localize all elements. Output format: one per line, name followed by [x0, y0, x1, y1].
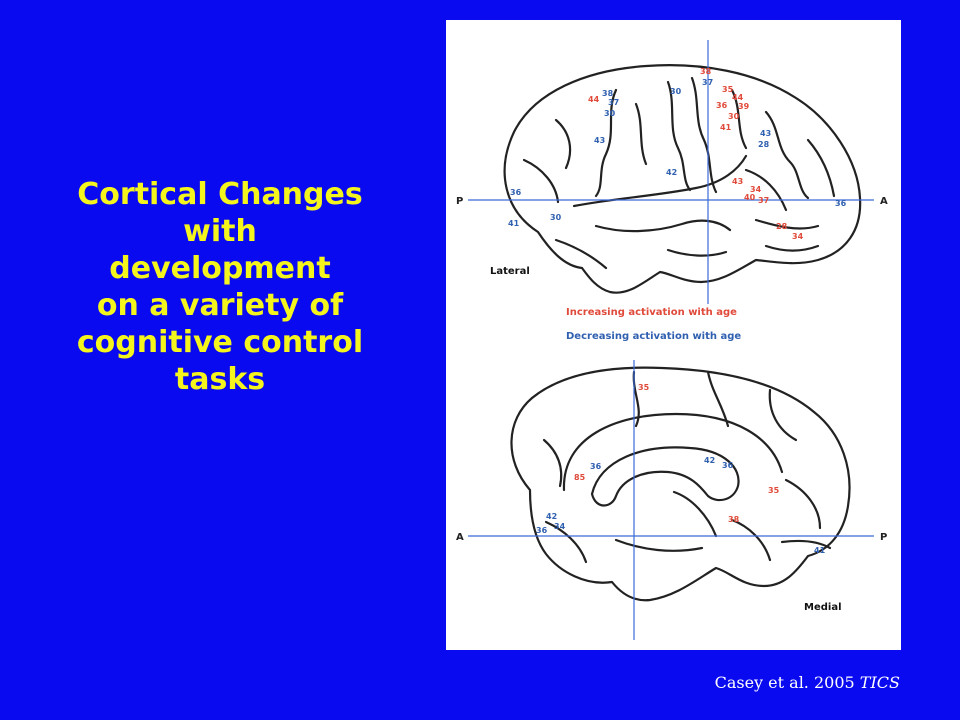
citation-authors: Casey et al. 2005 [714, 673, 855, 692]
lateral-brain-outline [503, 64, 862, 294]
lateral-view [503, 64, 862, 294]
slide-title: Cortical Changes with development on a v… [40, 176, 400, 398]
title-line: Cortical Changes [77, 177, 363, 212]
medial-decreasing-labels: 36 42 36 42 34 36 41 [536, 456, 826, 555]
sulcus [666, 248, 728, 257]
sulcus [768, 388, 798, 442]
medial-view [510, 366, 851, 602]
medial-increasing-labels: 35 85 35 38 [574, 383, 780, 524]
increasing-region-label: 38 [728, 515, 740, 524]
medial-view-label: Medial [804, 602, 842, 613]
decreasing-region-label: 36 [835, 199, 847, 208]
sulcus [730, 88, 748, 150]
cingulate-sulcus [562, 412, 784, 492]
increasing-region-label: 35 [638, 383, 650, 392]
decreasing-region-label: 42 [704, 456, 715, 465]
sulcus [784, 478, 822, 530]
increasing-region-label: 43 [732, 177, 743, 186]
decreasing-region-label: 36 [510, 188, 522, 197]
increasing-region-label: 41 [720, 123, 732, 132]
decreasing-region-label: 38 [602, 89, 614, 98]
sulcus [522, 158, 560, 204]
increasing-region-label: 40 [744, 193, 756, 202]
corpus-callosum [590, 446, 740, 507]
increasing-region-label: 44 [732, 93, 744, 102]
brain-figure-svg: P A Lateral 38 35 44 36 39 30 41 44 43 3… [456, 40, 888, 640]
lateral-axis-right-letter: A [880, 196, 888, 207]
title-line: development [109, 251, 331, 286]
decreasing-region-label: 37 [702, 78, 713, 87]
lateral-axes [468, 40, 874, 304]
lateral-decreasing-labels: 30 38 37 30 37 43 28 43 42 36 41 30 36 [508, 78, 847, 228]
title-line: on a variety of [96, 288, 344, 323]
legend-increasing: Increasing activation with age [566, 307, 737, 318]
increasing-region-label: 44 [588, 95, 600, 104]
citation-journal: TICS [859, 673, 900, 692]
decreasing-region-label: 41 [508, 219, 520, 228]
sulcus [744, 168, 788, 212]
decreasing-region-label: 41 [814, 546, 826, 555]
decreasing-region-label: 42 [666, 168, 677, 177]
decreasing-region-label: 36 [590, 462, 602, 471]
increasing-region-label: 38 [700, 67, 712, 76]
decreasing-region-label: 36 [536, 526, 548, 535]
lateral-sulcus [572, 154, 748, 208]
sulcus [554, 238, 608, 270]
sulcus [672, 490, 718, 538]
increasing-region-label: 37 [758, 196, 769, 205]
sulcus [634, 102, 648, 166]
central-sulcus [690, 76, 718, 194]
sulcus [594, 219, 732, 233]
medial-axis-left-letter: A [456, 532, 464, 543]
decreasing-region-label: 30 [670, 87, 682, 96]
decreasing-region-label: 43 [594, 136, 605, 145]
calcarine-sulcus [780, 539, 832, 550]
increasing-region-label: 28 [776, 222, 788, 231]
decreasing-region-label: 42 [546, 512, 557, 521]
sulcus [544, 520, 588, 564]
sulcus [730, 518, 772, 562]
lateral-increasing-labels: 38 35 44 36 39 30 41 44 43 34 40 37 28 3… [588, 67, 804, 241]
title-line: with [183, 214, 257, 249]
sulcus [764, 110, 810, 200]
decreasing-region-label: 34 [554, 522, 566, 531]
decreasing-region-label: 28 [758, 140, 770, 149]
increasing-region-label: 36 [716, 101, 728, 110]
sulcus [594, 88, 618, 198]
increasing-region-label: 85 [574, 473, 586, 482]
brain-figure: P A Lateral 38 35 44 36 39 30 41 44 43 3… [446, 20, 901, 650]
title-line: tasks [174, 362, 266, 397]
increasing-region-label: 35 [722, 85, 734, 94]
increasing-region-label: 39 [738, 102, 750, 111]
sulcus [706, 370, 730, 428]
legend-decreasing: Decreasing activation with age [566, 331, 741, 342]
decreasing-region-label: 43 [760, 129, 771, 138]
sulcus [614, 538, 704, 552]
medial-axis-right-letter: P [880, 532, 887, 543]
increasing-region-label: 34 [792, 232, 804, 241]
sulcus [542, 438, 563, 488]
decreasing-region-label: 30 [550, 213, 562, 222]
sulcus [666, 80, 692, 192]
increasing-region-label: 30 [728, 112, 740, 121]
sulcus [754, 218, 820, 230]
decreasing-region-label: 36 [722, 461, 734, 470]
sulcus [554, 118, 572, 170]
medial-brain-outline [510, 366, 851, 602]
lateral-view-label: Lateral [490, 266, 530, 277]
citation-caption: Casey et al. 2005 TICS [600, 673, 900, 692]
title-line: cognitive control [76, 325, 364, 360]
sulcus [806, 138, 836, 198]
increasing-region-label: 35 [768, 486, 780, 495]
medial-axes [468, 360, 874, 640]
decreasing-region-label: 37 [608, 98, 619, 107]
decreasing-region-label: 30 [604, 109, 616, 118]
increasing-region-label: 34 [750, 185, 762, 194]
sulcus [764, 244, 820, 252]
lateral-axis-left-letter: P [456, 196, 463, 207]
